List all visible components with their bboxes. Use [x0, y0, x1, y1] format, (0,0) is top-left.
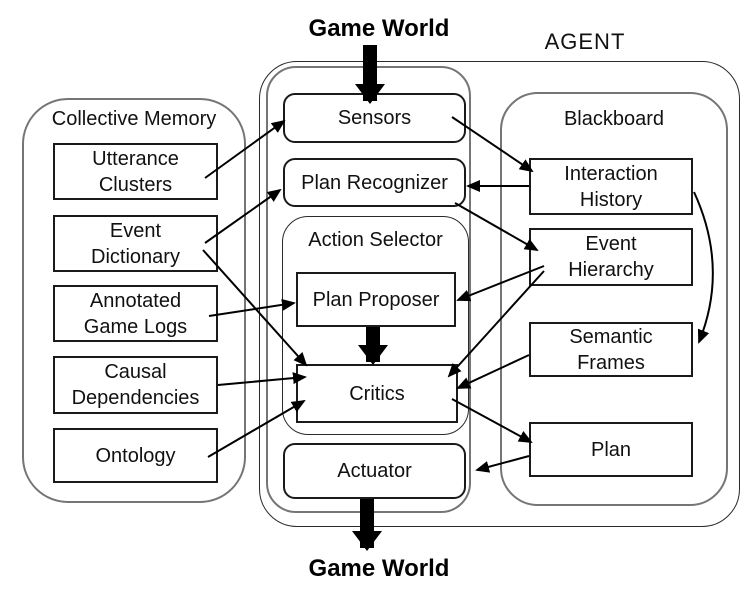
box-sensors: Sensors: [283, 93, 466, 143]
interaction-history-label: Interaction History: [564, 162, 658, 211]
box-actuator: Actuator: [283, 443, 466, 499]
action-selector-title: Action Selector: [308, 229, 443, 251]
ontology-label: Ontology: [95, 444, 176, 467]
box-ontology: Ontology: [53, 428, 218, 483]
plan-recognizer-label: Plan Recognizer: [301, 171, 448, 194]
box-critics: Critics: [296, 364, 458, 423]
box-event-dictionary: Event Dictionary: [53, 215, 218, 272]
box-event-hierarchy: Event Hierarchy: [529, 228, 693, 286]
box-interaction-history: Interaction History: [529, 158, 693, 215]
box-annotated-game-logs: Annotated Game Logs: [53, 285, 218, 342]
causal-dependencies-label: Causal Dependencies: [71, 361, 200, 409]
annotated-game-logs-label: Annotated Game Logs: [83, 289, 188, 338]
collective-memory-title: Collective Memory: [51, 108, 217, 130]
plan-proposer-label: Plan Proposer: [312, 288, 440, 311]
event-hierarchy-label: Event Hierarchy: [568, 233, 654, 281]
blackboard-title: Blackboard: [563, 108, 665, 130]
plan-label: Plan: [590, 438, 632, 461]
actuator-label: Actuator: [337, 460, 412, 482]
box-plan: Plan: [529, 422, 693, 477]
box-semantic-frames: Semantic Frames: [529, 322, 693, 377]
box-plan-proposer: Plan Proposer: [296, 272, 456, 327]
agent-label: AGENT: [544, 29, 626, 54]
box-causal-dependencies: Causal Dependencies: [53, 356, 218, 414]
sensors-label: Sensors: [337, 107, 412, 129]
box-plan-recognizer: Plan Recognizer: [283, 158, 466, 207]
semantic-frames-label: Semantic Frames: [569, 325, 653, 374]
critics-label: Critics: [349, 382, 405, 405]
box-utterance-clusters: Utterance Clusters: [53, 143, 218, 200]
utterance-clusters-label: Utterance Clusters: [92, 147, 179, 196]
event-dictionary-label: Event Dictionary: [91, 219, 180, 268]
game-world-bottom-title: Game World: [308, 555, 450, 582]
game-world-top-title: Game World: [308, 15, 450, 42]
